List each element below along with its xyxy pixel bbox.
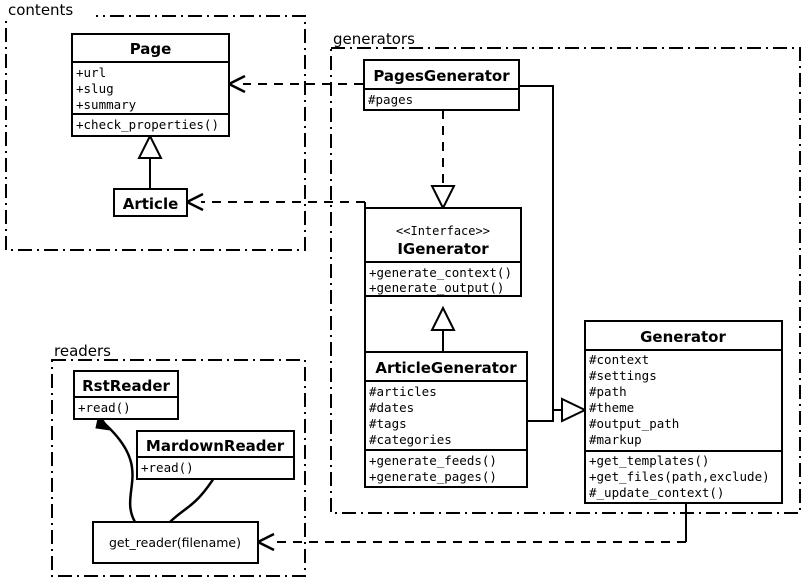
class-article-generator-attr-3: #categories (369, 432, 452, 447)
class-generator-attr-0: #context (589, 352, 649, 367)
package-readers-label: readers (54, 342, 111, 360)
class-article-generator-title: ArticleGenerator (375, 359, 517, 377)
class-generator-method-2: #_update_context() (589, 485, 724, 500)
arrowhead-dependency-page (226, 74, 246, 94)
class-rst-reader[interactable]: RstReader +read() (73, 370, 179, 420)
class-generator-frame (584, 320, 783, 504)
class-article-generator-method-1: +generate_pages() (369, 469, 497, 484)
class-generator-title: Generator (640, 328, 726, 346)
package-contents-label-bg (6, 4, 96, 20)
class-generator-attr-1: #settings (589, 368, 657, 383)
class-igenerator[interactable]: <<Interface>> IGenerator +generate_conte… (364, 207, 522, 297)
class-rst-reader-title: RstReader (82, 377, 170, 395)
class-generator[interactable]: Generator #context #settings #path #them… (584, 320, 783, 504)
class-article-generator-frame (364, 351, 528, 488)
class-article-generator-attr-0: #articles (369, 384, 437, 399)
class-generator-attr-3: #theme (589, 400, 634, 415)
class-igenerator-method-0: +generate_context() (369, 265, 512, 280)
class-igenerator-method-1: +generate_output() (369, 280, 504, 295)
class-generator-attr-4: #output_path (589, 416, 679, 431)
class-rst-reader-frame (73, 370, 179, 420)
node-get-reader[interactable]: get_reader(filename) (92, 521, 259, 564)
arrowhead-dependency-getreader (255, 532, 275, 552)
class-article-generator-attr-2: #tags (369, 416, 407, 431)
class-article-generator[interactable]: ArticleGenerator #articles #dates #tags … (364, 351, 528, 488)
class-igenerator-frame (364, 207, 522, 297)
class-pages-generator-title: PagesGenerator (373, 67, 510, 85)
package-readers-label-bg (52, 341, 127, 359)
class-page-title: Page (130, 40, 172, 58)
class-pages-generator-frame (363, 59, 520, 111)
class-page-frame (71, 33, 230, 137)
package-readers: readers (51, 341, 306, 577)
class-mardown-reader[interactable]: MardownReader +read() (136, 430, 295, 480)
class-generator-attr-5: #markup (589, 432, 642, 447)
edge-articlegenerator-to-generator (527, 410, 554, 422)
arrowhead-dependency-article (184, 192, 204, 212)
edge-getreader-to-rstreader (104, 423, 137, 523)
class-page-attr-1: +slug (76, 81, 114, 96)
node-get-reader-label: get_reader(filename) (109, 535, 241, 550)
arrowhead-generalization-page (137, 133, 163, 159)
package-generators-border (330, 47, 801, 514)
node-get-reader-frame (92, 521, 259, 564)
class-generator-attr-2: #path (589, 384, 627, 399)
class-igenerator-title: IGenerator (397, 240, 489, 258)
package-generators-label: generators (333, 30, 415, 48)
class-page-attr-2: +summary (76, 97, 137, 112)
class-rst-reader-method-0: +read() (78, 400, 131, 415)
class-article-generator-attr-1: #dates (369, 400, 414, 415)
class-page-attr-0: +url (76, 65, 106, 80)
edge-pagesgenerator-to-generator (519, 85, 554, 410)
class-mardown-reader-frame (136, 430, 295, 480)
class-article-frame (113, 188, 188, 217)
class-article-generator-method-0: +generate_feeds() (369, 453, 497, 468)
class-article-title: Article (123, 195, 179, 213)
class-mardown-reader-title: MardownReader (146, 437, 285, 455)
package-contents: contents (5, 1, 306, 251)
class-page[interactable]: Page +url +slug +summary +check_properti… (71, 33, 230, 137)
arrowhead-generalization-generator (561, 397, 588, 423)
arrowhead-generalization-igenerator (430, 305, 456, 331)
class-pages-generator-attr-0: #pages (368, 92, 413, 107)
package-contents-border (5, 15, 306, 251)
package-readers-border (51, 359, 306, 577)
class-generator-method-0: +get_templates() (589, 453, 709, 468)
class-pages-generator[interactable]: PagesGenerator #pages (363, 59, 520, 111)
class-page-method-0: +check_properties() (76, 117, 219, 132)
class-igenerator-stereotype: <<Interface>> (396, 224, 490, 238)
package-generators-label-bg (331, 28, 431, 46)
package-contents-label: contents (8, 1, 73, 19)
class-mardown-reader-method-0: +read() (141, 460, 194, 475)
class-generator-method-1: +get_files(path,exclude) (589, 469, 770, 484)
package-generators: generators (330, 28, 801, 514)
class-article[interactable]: Article (113, 188, 188, 217)
arrowhead-realization-igenerator (430, 185, 456, 211)
